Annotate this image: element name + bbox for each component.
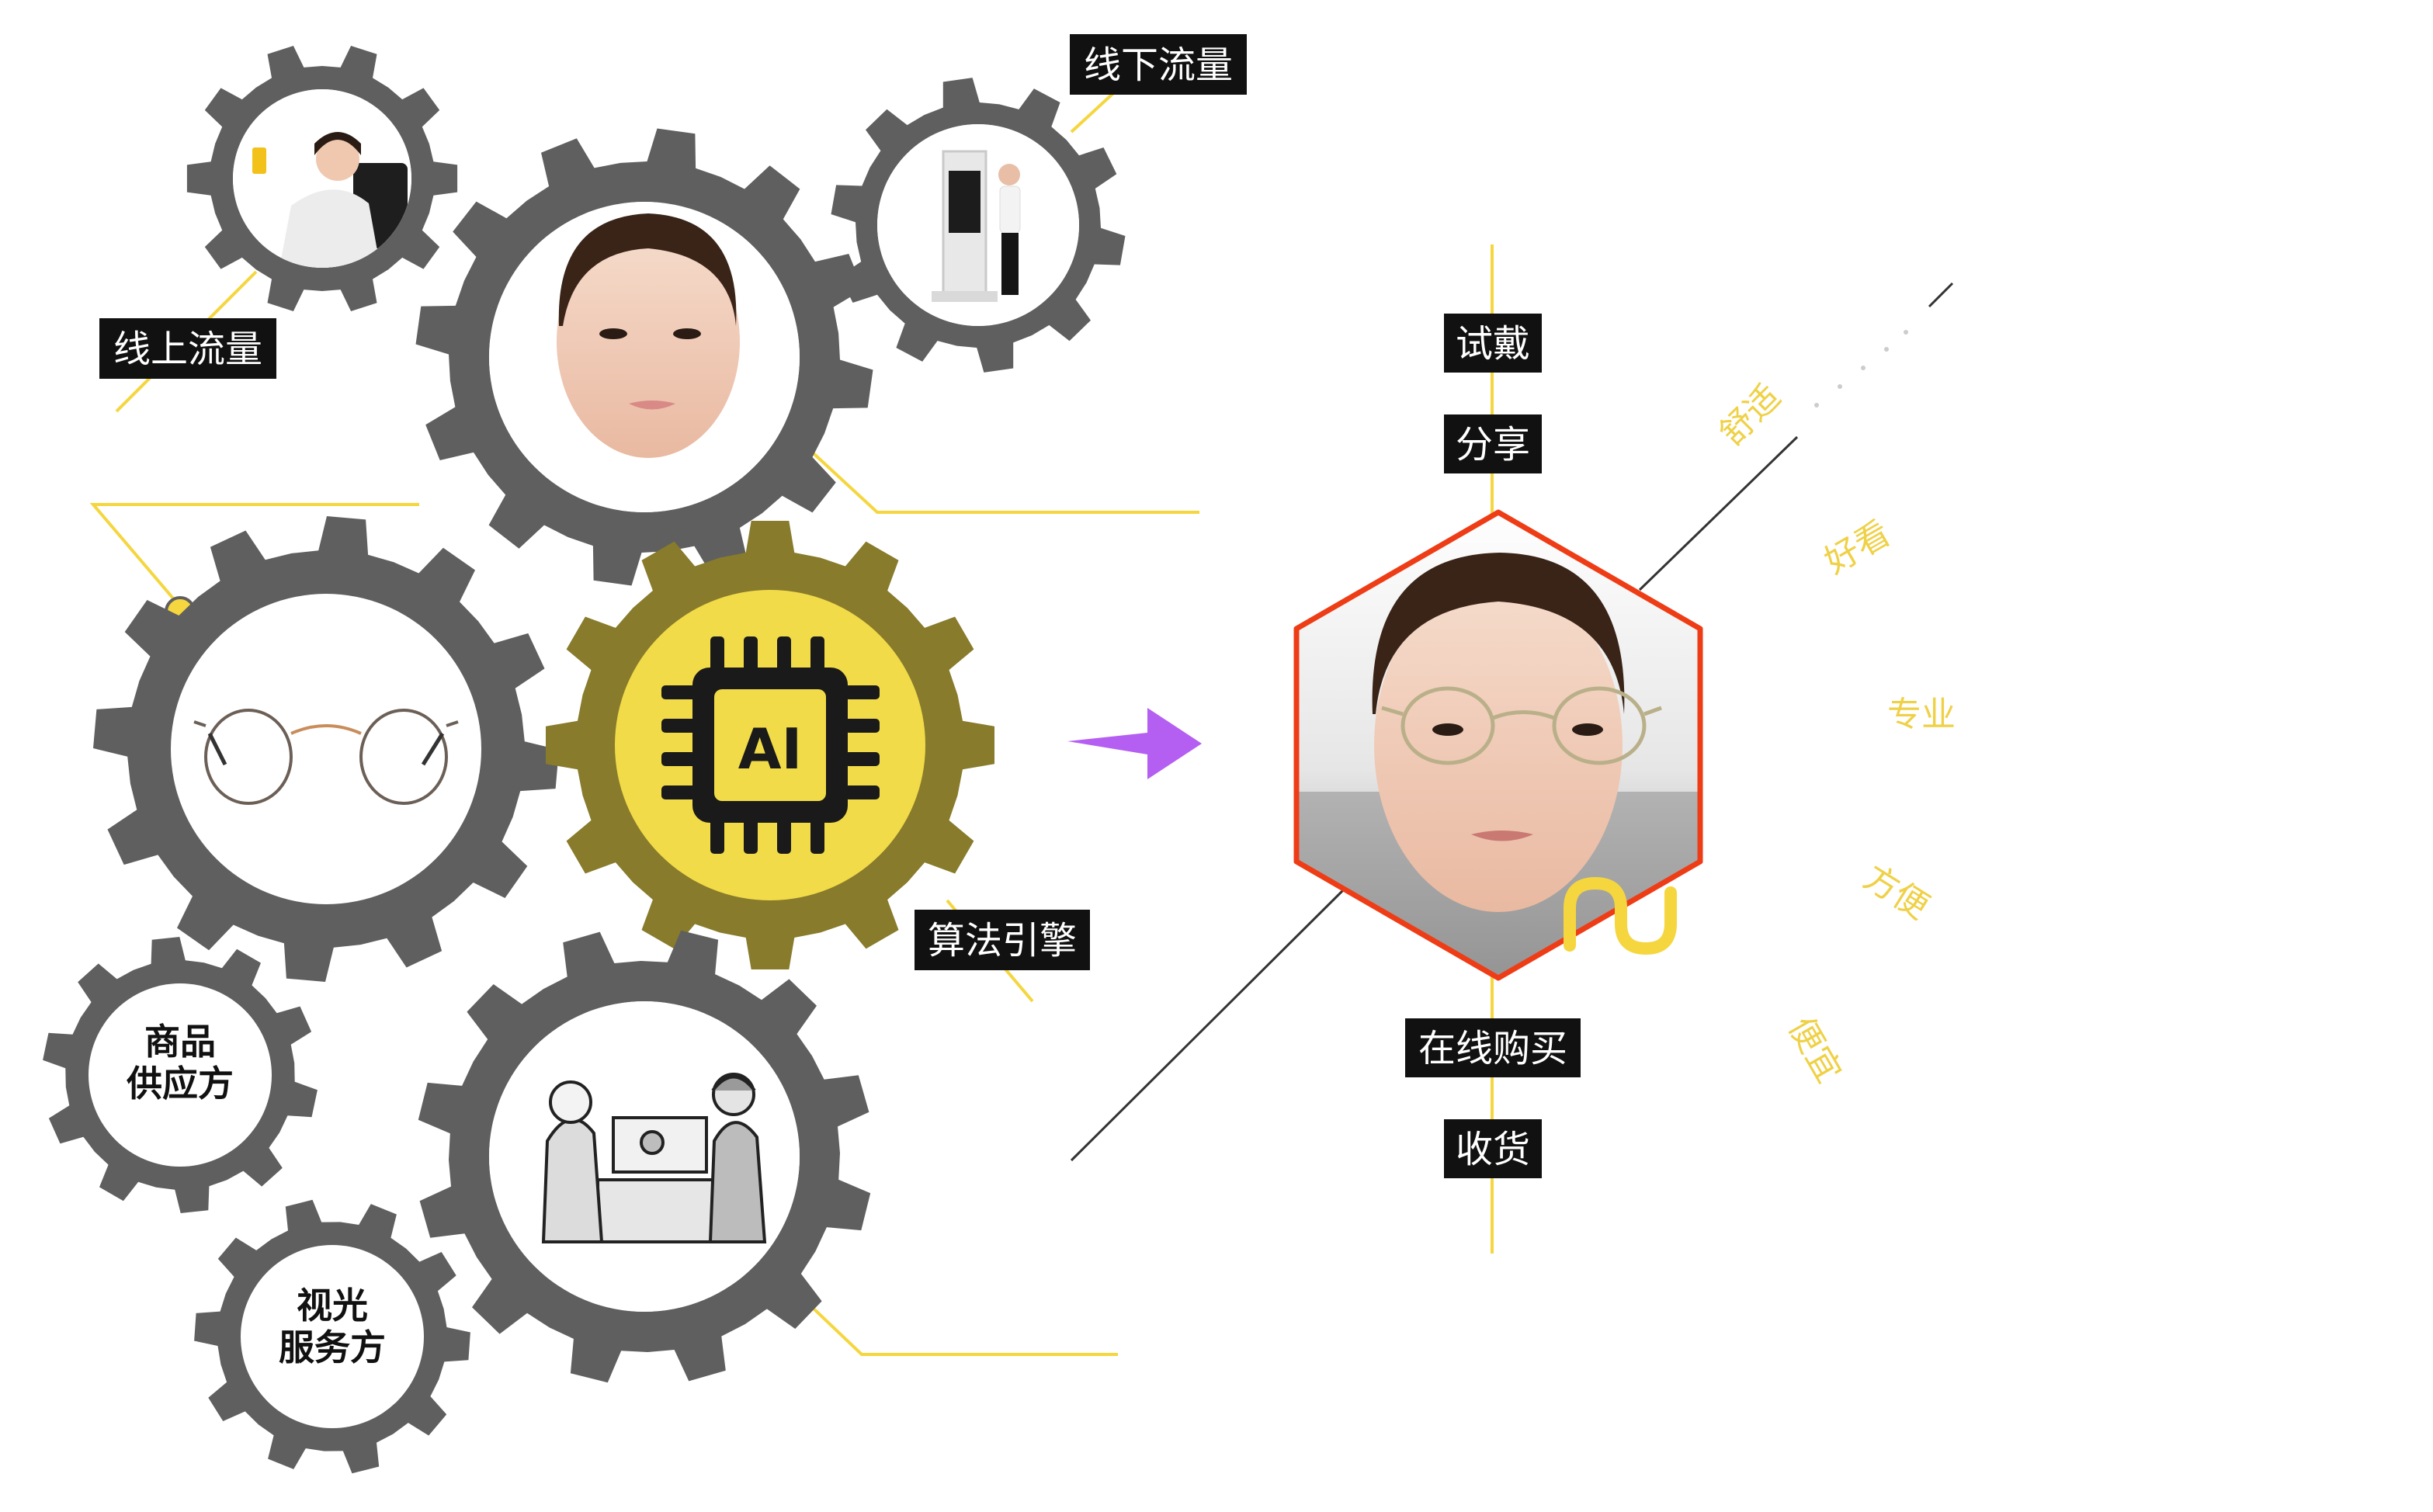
goods-supplier-label: 商品 供应方: [127, 1021, 234, 1105]
face-skin: [557, 225, 740, 458]
selfie-photo: [233, 89, 411, 268]
phone-shape: [252, 147, 266, 174]
doctor-figure: [541, 1118, 604, 1243]
benefit-good-looking: 好看: [1818, 513, 1897, 581]
svg-text:线下流量: 线下流量: [1084, 43, 1233, 87]
brand-logo-icon: [1564, 876, 1677, 955]
diagonal-line-lower: [1070, 887, 1346, 1162]
person-body: [279, 189, 380, 268]
result-face-hair: [1372, 553, 1625, 714]
patient-figure: [708, 1121, 767, 1243]
trail-dot: [1861, 366, 1866, 370]
label-algorithm-engine: 算法引擎: [915, 910, 1090, 970]
trail-dot: [1884, 347, 1889, 352]
gear-glasses: [93, 516, 559, 982]
diagonal-line-upper: [1638, 435, 1799, 591]
dotted-trail: [1814, 330, 1908, 407]
person-head: [316, 137, 359, 181]
label-offline-traffic: 线下流量: [1070, 34, 1247, 95]
benefit-cheap: 便宜: [1780, 1011, 1848, 1090]
svg-text:在线购买: 在线购买: [1418, 1027, 1567, 1070]
avatar-face-photo: [489, 202, 800, 512]
diagonal-line-top: [1928, 282, 1954, 308]
label-share: 分享: [1444, 414, 1542, 473]
ai-chip-icon: AI: [661, 636, 880, 854]
face-eye-right: [673, 328, 701, 339]
vision-service-line-2: 服务方: [279, 1326, 386, 1368]
vision-service-line-1: 视光: [297, 1285, 368, 1326]
glasses-icon: [193, 709, 459, 805]
benefit-professional: 专业: [1887, 695, 1956, 734]
goods-supplier-line-2: 供应方: [127, 1063, 234, 1105]
benefit-convenient: 方便: [1857, 858, 1936, 928]
trail-dot: [1838, 384, 1842, 389]
face-lips: [629, 401, 675, 410]
goods-supplier-line-1: 商品: [144, 1021, 216, 1063]
svg-text:线上流量: 线上流量: [113, 328, 262, 371]
connector-optometry-gear: [779, 1275, 1118, 1356]
result-face-skin: [1374, 578, 1623, 912]
svg-text:收货: 收货: [1456, 1128, 1530, 1171]
kiosk-screen: [949, 171, 980, 233]
gear-vision-service: [194, 1199, 470, 1474]
kiosk-photo: [877, 124, 1079, 326]
label-online-traffic: 线上流量: [99, 318, 276, 379]
ai-chip-label: AI: [738, 716, 803, 782]
gear-glasses-center: [171, 594, 481, 904]
svg-text:试戴: 试戴: [1456, 322, 1530, 366]
result-glasses-icon: [1381, 686, 1662, 765]
label-receive-goods: 收货: [1444, 1119, 1542, 1178]
arrow-right: [1067, 708, 1202, 779]
benefit-comfortable: 舒适: [1713, 377, 1789, 453]
result-hexagon: [1293, 509, 1703, 981]
trail-dot: [1904, 330, 1908, 335]
svg-text:算法引擎: 算法引擎: [928, 919, 1077, 962]
label-try-on: 试戴: [1444, 314, 1542, 373]
gear-goods-supplier-center: [89, 983, 272, 1167]
kiosk-person-body: [999, 186, 1021, 234]
gear-vision-service-center: [241, 1245, 424, 1428]
label-buy-online: 在线购买: [1405, 1018, 1581, 1077]
svg-text:分享: 分享: [1456, 423, 1530, 466]
trail-dot: [1814, 403, 1819, 407]
face-hair: [558, 213, 737, 326]
vision-service-label: 视光 服务方: [279, 1285, 386, 1368]
gear-goods-supplier: [43, 937, 318, 1213]
optometry-illustration: [489, 1001, 800, 1312]
connector-face-gear: [794, 435, 1199, 514]
face-eye-left: [599, 328, 627, 339]
diagonal-divider: [1070, 282, 1954, 1162]
kiosk-person-head: [998, 164, 1020, 186]
connector-glasses-gear: [89, 503, 419, 611]
